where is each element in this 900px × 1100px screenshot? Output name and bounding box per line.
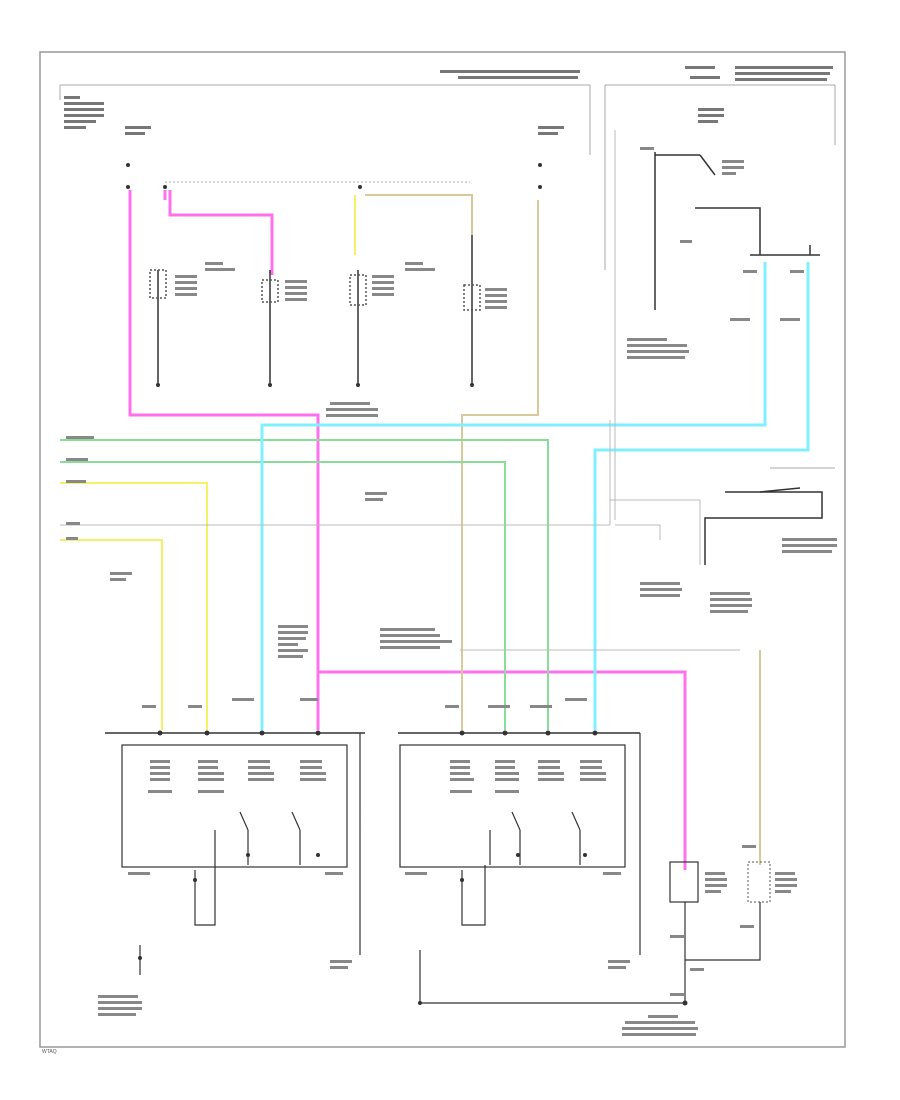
cyan-wire-group [260,262,810,730]
pink-wire-group [128,190,687,870]
right-switch-circuit [654,152,823,565]
lamp-labels-upper [175,262,507,417]
tan-wire-group [365,194,761,865]
gray-wire-group [60,130,740,651]
top-labels [64,66,833,135]
top-fuse-block-outline [59,84,836,469]
wire-labels-mid [66,436,587,708]
right-switch-labels [627,147,837,613]
fuse-connectors [126,163,542,189]
lamp-assemblies-upper [149,235,481,385]
rear-lamps [98,845,797,1036]
left-module [105,730,365,955]
green-wire-group [60,439,549,730]
footer-code: WTAQ [42,1049,57,1055]
yellow-wire-group [60,195,356,730]
ground-points-upper [156,383,474,387]
diagram-frame [39,51,846,1048]
right-module [398,730,641,955]
